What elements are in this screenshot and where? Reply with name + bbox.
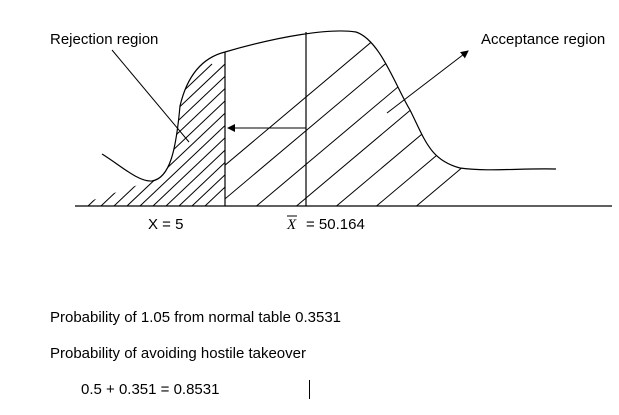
probability-from-table-text: Probability of 1.05 from normal table 0.… (50, 309, 341, 326)
rejection-region-label: Rejection region (50, 31, 158, 48)
acceptance-region-hatching (225, 30, 540, 206)
distribution-curve (101, 30, 557, 182)
x-value-label: X = 5 (148, 216, 183, 233)
mean-symbol: X (286, 217, 297, 233)
text-cursor (309, 380, 310, 399)
mean-value-label: = 50.164 (306, 216, 365, 233)
probability-sum-text: 0.5 + 0.351 = 0.8531 (81, 381, 220, 398)
rejection-region-hatching (75, 63, 225, 206)
rejection-pointer (111, 49, 190, 143)
probability-avoid-takeover-text: Probability of avoiding hostile takeover (50, 345, 306, 362)
acceptance-region-label: Acceptance region (481, 31, 605, 48)
acceptance-pointer (386, 50, 469, 114)
